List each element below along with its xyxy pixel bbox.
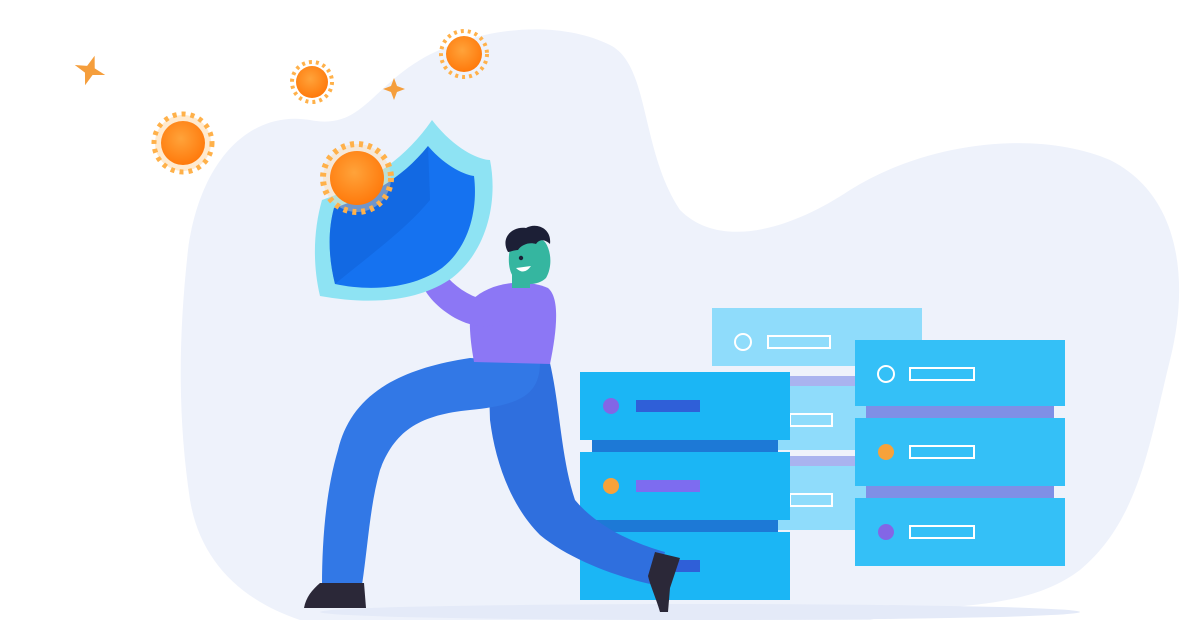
shoe-left [304, 583, 366, 608]
smile [516, 266, 531, 272]
server-stack-front [580, 372, 790, 600]
virus-icon [439, 29, 489, 79]
person-figure [304, 225, 680, 612]
leg-front [322, 358, 540, 585]
leg-back [488, 355, 665, 585]
virus-icon [290, 60, 334, 104]
sparkle-icon [383, 78, 405, 100]
shoe-right [648, 552, 680, 612]
eye [518, 255, 524, 261]
virus-icon [151, 111, 215, 175]
ground-shadow [320, 604, 1080, 620]
shield-icon [314, 120, 493, 301]
server-stack-right [855, 340, 1065, 566]
sparkle-icon [74, 55, 106, 86]
virus-icon [320, 141, 394, 215]
torso [469, 282, 557, 364]
hair [505, 225, 551, 252]
